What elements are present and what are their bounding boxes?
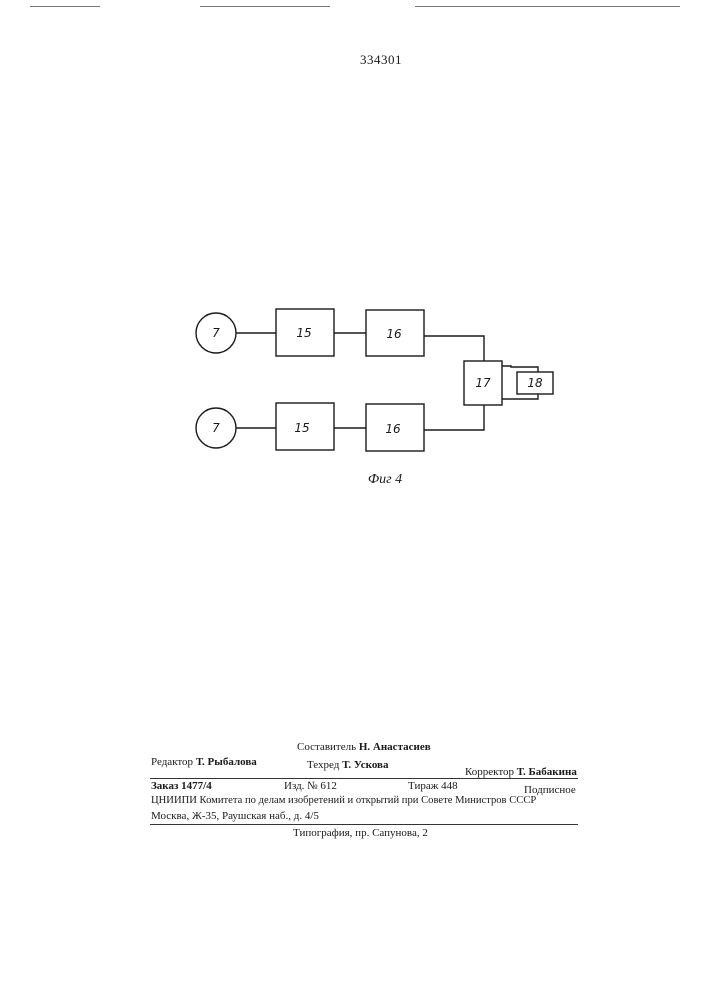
- editor-line: Редактор Т. Рыбалова: [151, 757, 257, 768]
- sensor-label-bottom: 7: [212, 421, 220, 435]
- converter-label-top: 16: [386, 327, 402, 341]
- address-line: Москва, Ж-35, Раушская наб., д. 4/5: [151, 811, 319, 822]
- wire-conv-mixer-top: [424, 336, 484, 361]
- editor-label: Редактор: [151, 756, 193, 768]
- compiler-label: Составитель: [297, 741, 356, 753]
- publisher-line: ЦНИИПИ Комитета по делам изобретений и о…: [151, 796, 536, 807]
- imprint-rule-top: [150, 778, 578, 779]
- corrector-name: Т. Бабакина: [517, 766, 577, 778]
- wire-mixer-indicator-bottom: [502, 394, 538, 399]
- figure-caption: Фиг 4: [368, 472, 402, 487]
- amplifier-label-bottom: 15: [294, 421, 309, 435]
- compiler-line: Составитель Н. Анастасиев: [297, 742, 431, 753]
- edition-number: Изд. № 612: [284, 781, 337, 792]
- order-number: Заказ 1477/4: [151, 781, 212, 792]
- corrector-line: Корректор Т. Бабакина: [465, 767, 577, 778]
- wire-mixer-indicator-top: [502, 366, 538, 372]
- imprint-rule-bottom: [150, 824, 578, 825]
- amplifier-label-top: 15: [296, 326, 311, 340]
- techeditor-label: Техред: [307, 759, 339, 771]
- wire-conv-mixer-bottom: [424, 405, 484, 430]
- mixer-label: 17: [475, 376, 491, 390]
- compiler-name: Н. Анастасиев: [359, 741, 431, 753]
- converter-label-bottom: 16: [385, 422, 401, 436]
- techeditor-name: Т. Ускова: [342, 759, 388, 771]
- sensor-label-top: 7: [212, 326, 220, 340]
- circulation: Тираж 448: [408, 781, 458, 792]
- techeditor-line: Техред Т. Ускова: [307, 760, 389, 771]
- corrector-label: Корректор: [465, 766, 514, 778]
- indicator-label: 18: [527, 376, 543, 390]
- editor-name: Т. Рыбалова: [196, 756, 257, 768]
- printing-house: Типография, пр. Сапунова, 2: [293, 828, 428, 839]
